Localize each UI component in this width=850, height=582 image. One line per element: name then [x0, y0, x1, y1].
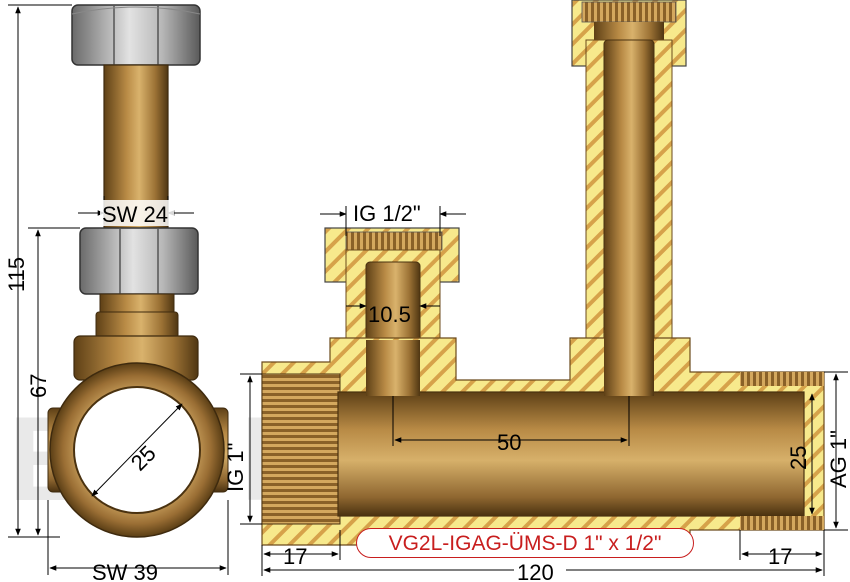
dim-ig-1: IG 1" [223, 443, 248, 492]
dim-25-bore: 25 [786, 446, 811, 470]
product-code-label: VG2L-IGAG-ÜMS-D 1" x 1/2" [356, 528, 694, 558]
dim-115: 115 [4, 257, 29, 292]
section-view [261, 0, 825, 546]
dim-ig-half: IG 1/2" [353, 201, 421, 226]
section-view-dimensions [240, 206, 848, 576]
dim-sw39: SW 39 [92, 560, 158, 582]
side-view-dimensions [8, 4, 229, 575]
dim-ag-1: AG 1" [826, 430, 850, 488]
main-bore [337, 391, 805, 517]
left-riser-bore-joint [366, 340, 420, 396]
side-view-dimension-labels: SW 24 SW 39 25 115 67 [4, 200, 174, 582]
right-external-thread [740, 516, 824, 530]
lower-hex-nut [79, 227, 199, 295]
right-riser-bore-joint [604, 330, 654, 396]
dim-50: 50 [497, 430, 521, 455]
dim-67: 67 [26, 374, 51, 398]
dim-120: 120 [517, 560, 554, 582]
right-external-thread [740, 372, 824, 386]
left-internal-thread [261, 373, 341, 525]
section-view-dimension-labels: IG 1/2" 10.5 50 IG 1" 25 AG 1" 17 17 120 [223, 200, 850, 582]
dim-17-left: 17 [283, 544, 307, 569]
top-hex-nut [71, 4, 201, 66]
dim-17-right: 17 [768, 544, 792, 569]
brass-hex [95, 293, 179, 339]
dim-sw24: SW 24 [102, 202, 168, 227]
dim-10-5: 10.5 [368, 302, 411, 327]
